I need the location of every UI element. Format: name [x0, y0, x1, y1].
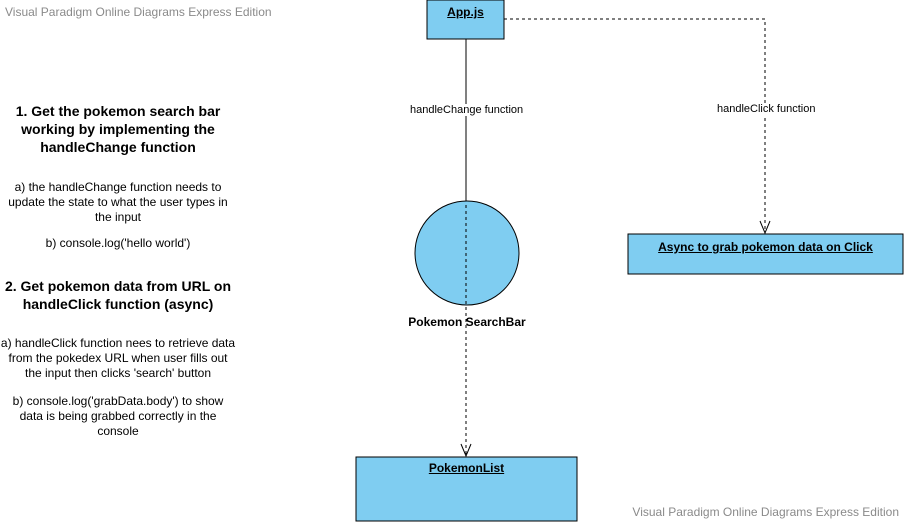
step2-title: 2. Get pokemon data from URL on handleCl… — [4, 278, 232, 312]
step1-b: b) console.log('hello world') — [45, 236, 191, 250]
watermark-bottom: Visual Paradigm Online Diagrams Express … — [632, 505, 899, 519]
handle-change-edge-label: handleChange function — [409, 104, 525, 116]
step1-a: a) the handleChange function needs to up… — [8, 180, 228, 224]
handle-click-dependency-line[interactable] — [504, 18, 766, 234]
async-node-label: Async to grab pokemon data on Click — [658, 240, 873, 254]
searchbar-node-shape[interactable] — [414, 200, 520, 306]
handle-click-edge-label: handleClick function — [716, 103, 817, 115]
watermark-top: Visual Paradigm Online Diagrams Express … — [5, 5, 272, 19]
searchbar-to-list-arrowhead — [460, 443, 472, 458]
searchbar-node-label: Pokemon SearchBar — [408, 315, 526, 329]
app-node-label: App.js — [447, 5, 484, 19]
step2-a: a) handleClick function nees to retrieve… — [0, 336, 236, 380]
step2-b: b) console.log('grabData.body') to show … — [12, 394, 224, 438]
step1-title: 1. Get the pokemon search bar working by… — [15, 103, 221, 155]
pokemonlist-node-label: PokemonList — [428, 461, 505, 475]
async-node-shape[interactable] — [627, 233, 904, 275]
pokemonlist-node-shape[interactable] — [355, 456, 578, 522]
handle-click-arrowhead — [759, 220, 771, 235]
